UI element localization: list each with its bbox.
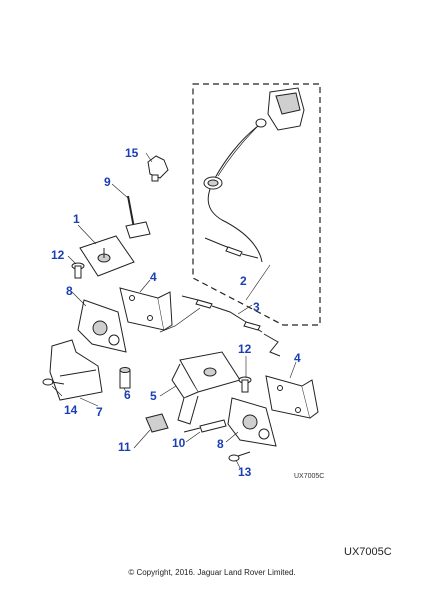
callout-6: 6: [124, 388, 131, 402]
callout-11: 11: [118, 440, 131, 454]
striker-plate-left: [79, 235, 135, 277]
buffer: [119, 367, 131, 389]
pin: [183, 419, 227, 433]
inset-box: [192, 83, 321, 326]
screw-left: [42, 378, 65, 386]
callout-4-left: 4: [150, 270, 157, 284]
callout-3: 3: [253, 300, 260, 314]
reference-code-large: UX7005C: [344, 546, 392, 558]
callout-2: 2: [240, 274, 247, 288]
bolt-right: [238, 376, 252, 393]
callout-8-right: 8: [217, 437, 224, 451]
screw-right: [228, 451, 251, 462]
bracket-left: [119, 287, 173, 331]
copyright-notice: © Copyright, 2016. Jaguar Land Rover Lim…: [128, 568, 296, 577]
pad: [145, 413, 169, 433]
callout-8-left: 8: [66, 284, 73, 298]
cable-ends: [159, 295, 281, 357]
callout-14: 14: [64, 403, 78, 417]
striker-plate-right: [171, 351, 241, 425]
latch-cover: [49, 339, 103, 401]
callout-7: 7: [96, 405, 103, 419]
bracket-right: [265, 375, 319, 419]
part-clip: [147, 155, 169, 182]
callout-4-right: 4: [294, 351, 301, 365]
callout-15: 15: [125, 146, 139, 160]
callout-10: 10: [172, 436, 186, 450]
callout-12-right: 12: [238, 342, 252, 356]
bolt-left: [71, 262, 85, 279]
latch-left: [77, 299, 127, 353]
cable-grommet: [203, 176, 223, 190]
callout-12-top: 12: [51, 248, 65, 262]
release-cable: [207, 125, 263, 263]
callout-9: 9: [104, 175, 111, 189]
part-rod: [125, 195, 151, 239]
callout-5: 5: [150, 389, 157, 403]
reference-code-small: UX7005C: [294, 473, 325, 480]
latch-right: [227, 397, 277, 447]
callout-1: 1: [73, 212, 80, 226]
release-handle: [255, 87, 305, 131]
callout-13: 13: [238, 465, 252, 479]
